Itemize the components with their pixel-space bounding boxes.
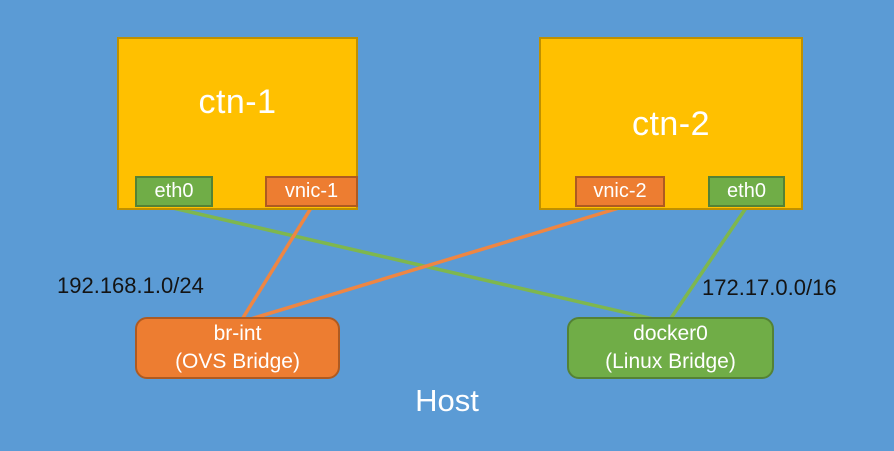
link-ctn-2-vnic-2-to-br-int: [242, 206, 621, 323]
subnet-label-linux: 172.17.0.0/16: [702, 275, 837, 300]
interface-eth0-ctn-1: eth0: [135, 176, 213, 207]
interface-vnic-1-ctn-1: vnic-1: [265, 176, 358, 207]
container-ctn-2-title: ctn-2: [631, 105, 711, 143]
bridge-br-int-name: br-int: [213, 322, 262, 346]
bridge-br-int-subtitle: (OVS Bridge): [175, 350, 300, 373]
container-ctn-2-box: ctn-2 vnic-2 eth0: [539, 37, 803, 210]
bridge-docker0-subtitle: (Linux Bridge): [605, 350, 736, 373]
link-ctn-2-eth0-to-docker0: [667, 206, 748, 323]
bridge-br-int-box: br-int (OVS Bridge): [135, 317, 340, 379]
host-label: Host: [415, 383, 479, 418]
container-ctn-1-box: ctn-1 eth0 vnic-1: [117, 37, 358, 210]
bridge-docker0-box: docker0 (Linux Bridge): [567, 317, 774, 379]
link-ctn-1-eth0-to-docker0: [171, 206, 664, 323]
container-ctn-1-title: ctn-1: [198, 83, 277, 121]
interface-eth0-ctn-2: eth0: [708, 176, 785, 207]
link-ctn-1-vnic-1-to-br-int: [239, 206, 313, 323]
interface-vnic-2-ctn-2: vnic-2: [575, 176, 665, 207]
bridge-docker0-name: docker0: [633, 322, 708, 346]
subnet-label-ovs: 192.168.1.0/24: [57, 273, 204, 298]
